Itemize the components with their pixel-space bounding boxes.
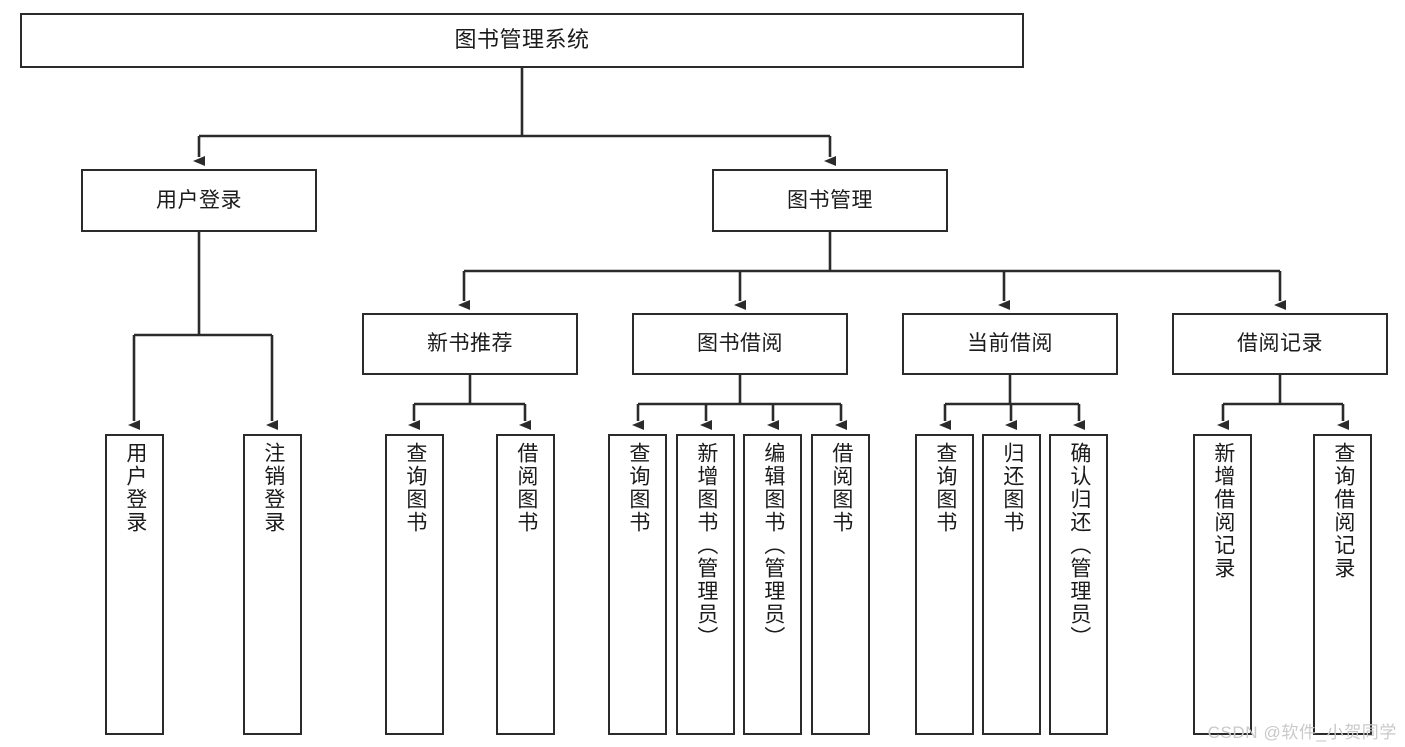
node-book-borrow-label: 图书借阅	[697, 332, 783, 356]
node-leaf-query-record[interactable]: 查询借阅记录	[1313, 434, 1372, 735]
node-book-borrow[interactable]: 图书借阅	[632, 313, 848, 375]
watermark-text: CSDN @软件_小贺同学	[1207, 723, 1397, 742]
node-leaf-add-book[interactable]: 新增图书（管理员）	[676, 434, 735, 735]
node-current-borrow[interactable]: 当前借阅	[902, 313, 1118, 375]
node-borrow-record[interactable]: 借阅记录	[1172, 313, 1388, 375]
node-leaf-add-record-label: 新增借阅记录	[1211, 442, 1235, 580]
node-book-manage[interactable]: 图书管理	[712, 169, 948, 232]
node-leaf-query-book-b-label: 查询图书	[626, 442, 650, 534]
node-current-borrow-label: 当前借阅	[967, 332, 1053, 356]
node-book-manage-label: 图书管理	[787, 188, 873, 212]
node-leaf-borrow-book-b[interactable]: 借阅图书	[811, 434, 870, 735]
node-leaf-return-book[interactable]: 归还图书	[982, 434, 1041, 735]
node-leaf-add-book-label: 新增图书（管理员）	[694, 442, 718, 649]
node-borrow-record-label: 借阅记录	[1237, 332, 1323, 356]
node-root[interactable]: 图书管理系统	[20, 13, 1024, 68]
node-leaf-return-book-label: 归还图书	[1000, 442, 1024, 534]
node-leaf-query-book-a-label: 查询图书	[403, 442, 427, 534]
node-leaf-confirm-return[interactable]: 确认归还（管理员）	[1049, 434, 1108, 735]
node-leaf-borrow-book-a[interactable]: 借阅图书	[496, 434, 555, 735]
node-leaf-add-record[interactable]: 新增借阅记录	[1193, 434, 1252, 735]
node-new-book-rec-label: 新书推荐	[427, 332, 513, 356]
node-leaf-logout[interactable]: 注销登录	[243, 434, 302, 735]
node-leaf-confirm-return-label: 确认归还（管理员）	[1067, 442, 1091, 649]
node-leaf-logout-label: 注销登录	[261, 442, 285, 534]
node-leaf-user-login[interactable]: 用户登录	[105, 434, 164, 735]
node-leaf-query-book-c[interactable]: 查询图书	[915, 434, 974, 735]
node-user-login-label: 用户登录	[156, 188, 242, 212]
node-root-label: 图书管理系统	[454, 27, 590, 53]
node-leaf-edit-book-label: 编辑图书（管理员）	[761, 442, 785, 649]
node-leaf-query-book-b[interactable]: 查询图书	[608, 434, 667, 735]
node-leaf-borrow-book-b-label: 借阅图书	[829, 442, 853, 534]
node-leaf-query-book-a[interactable]: 查询图书	[385, 434, 444, 735]
node-leaf-query-book-c-label: 查询图书	[933, 442, 957, 534]
node-leaf-user-login-label: 用户登录	[123, 442, 147, 534]
node-leaf-borrow-book-a-label: 借阅图书	[514, 442, 538, 534]
node-leaf-edit-book[interactable]: 编辑图书（管理员）	[743, 434, 802, 735]
node-new-book-rec[interactable]: 新书推荐	[362, 313, 578, 375]
node-leaf-query-record-label: 查询借阅记录	[1331, 442, 1355, 580]
node-user-login[interactable]: 用户登录	[81, 169, 317, 232]
